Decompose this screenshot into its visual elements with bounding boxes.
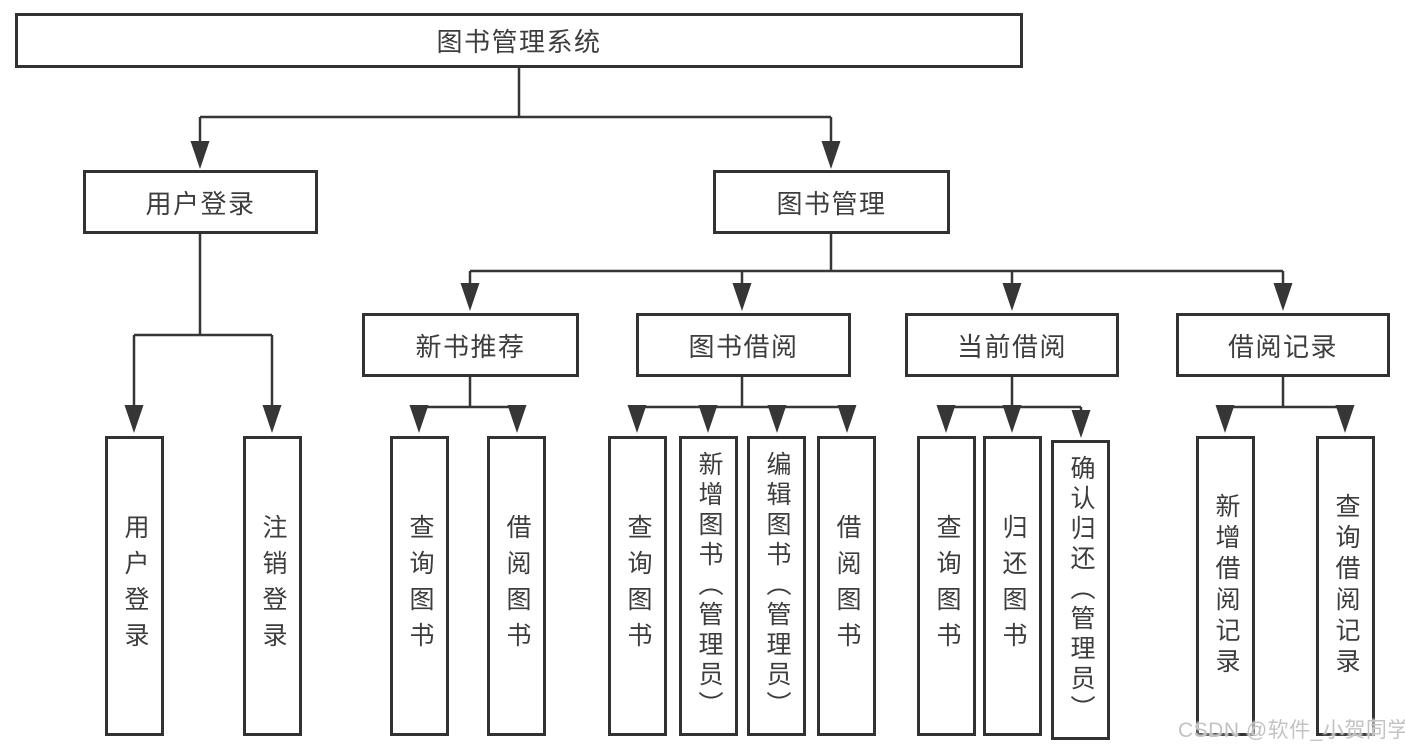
book-management-branch xyxy=(470,234,1283,273)
node-label: 归还图书 xyxy=(999,514,1027,658)
node-user-login: 用户登录 xyxy=(83,170,318,234)
node-label: 图书管理 xyxy=(776,188,887,219)
node-leaf-return-books: 归还图书 xyxy=(983,436,1042,736)
node-label: 用户登录 xyxy=(145,188,256,219)
node-leaf-logout: 注销登录 xyxy=(243,436,302,736)
node-label: 借阅记录 xyxy=(1227,331,1338,362)
node-leaf-add-books-admin: 新增图书（管理员） xyxy=(679,436,738,736)
node-label: 新增借阅记录 xyxy=(1212,493,1240,679)
watermark: CSDN @软件_小贺同学 xyxy=(1178,719,1405,742)
node-leaf-query-books-1: 查询图书 xyxy=(390,436,449,736)
user-login-branch xyxy=(134,234,272,337)
node-root: 图书管理系统 xyxy=(15,13,1023,68)
node-book-borrow: 图书借阅 xyxy=(636,313,851,377)
node-label: 用户登录 xyxy=(121,514,149,658)
node-leaf-query-books-2: 查询图书 xyxy=(608,436,667,736)
node-label: 图书借阅 xyxy=(688,331,799,362)
node-label: 查询借阅记录 xyxy=(1332,493,1360,679)
node-label: 查询图书 xyxy=(624,514,652,658)
root-connector xyxy=(200,68,831,119)
node-leaf-user-login: 用户登录 xyxy=(105,436,164,736)
node-leaf-query-books-3: 查询图书 xyxy=(917,436,976,736)
current-borrow-branch xyxy=(946,377,1081,409)
node-label: 确认归还（管理员） xyxy=(1067,455,1095,725)
node-label: 借阅图书 xyxy=(503,514,531,658)
node-current-borrow: 当前借阅 xyxy=(905,313,1119,377)
new-books-branch xyxy=(419,377,517,409)
node-leaf-edit-books-admin: 编辑图书（管理员） xyxy=(747,436,806,736)
node-label: 编辑图书（管理员） xyxy=(763,451,791,721)
node-new-books: 新书推荐 xyxy=(362,313,579,377)
book-borrow-branch xyxy=(637,377,847,409)
node-label: 借阅图书 xyxy=(833,514,861,658)
node-leaf-add-borrow-record: 新增借阅记录 xyxy=(1196,436,1255,736)
node-label: 当前借阅 xyxy=(956,331,1067,362)
node-leaf-borrow-books-2: 借阅图书 xyxy=(817,436,876,736)
node-label: 注销登录 xyxy=(259,514,287,658)
node-label: 新增图书（管理员） xyxy=(695,451,723,721)
node-leaf-query-borrow-record: 查询借阅记录 xyxy=(1316,436,1375,736)
node-borrow-records: 借阅记录 xyxy=(1176,313,1390,377)
node-leaf-borrow-books-1: 借阅图书 xyxy=(487,436,546,736)
node-book-management: 图书管理 xyxy=(713,170,950,234)
borrow-records-branch xyxy=(1225,377,1345,409)
node-label: 查询图书 xyxy=(933,514,961,658)
node-label: 新书推荐 xyxy=(415,331,526,362)
node-leaf-confirm-return-admin: 确认归还（管理员） xyxy=(1051,440,1110,740)
node-label: 查询图书 xyxy=(406,514,434,658)
node-label: 图书管理系统 xyxy=(436,27,602,57)
